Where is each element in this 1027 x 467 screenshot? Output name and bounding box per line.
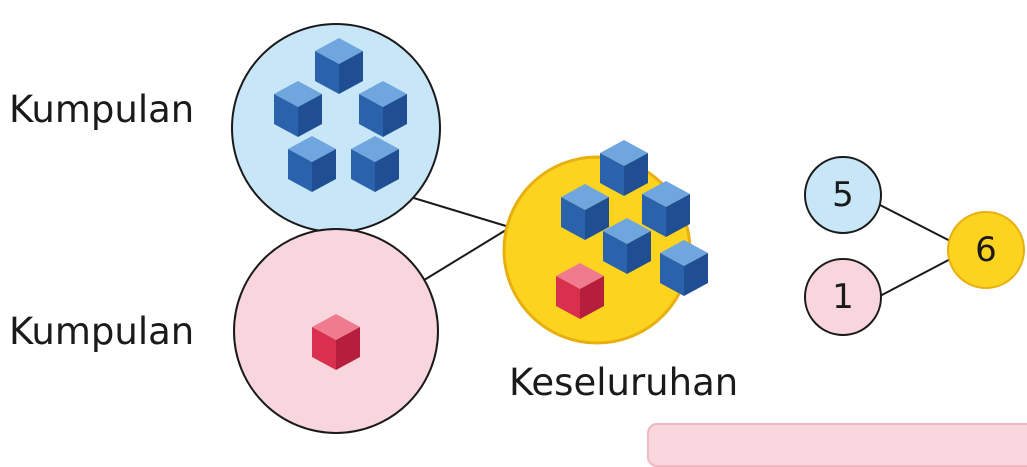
bond-part-a-circle	[804, 156, 882, 234]
bond-part-b-value: 1	[832, 277, 854, 317]
bond-whole-value: 6	[975, 230, 997, 270]
bond-whole-circle	[947, 211, 1025, 289]
bond-part-b-circle	[804, 258, 882, 336]
label-part-bottom: Kumpulan	[9, 310, 195, 353]
connector-bottom	[415, 229, 507, 286]
bond-connector-bottom	[879, 253, 961, 297]
bond-part-a-value: 5	[832, 175, 854, 215]
label-whole: Keseluruhan	[509, 361, 739, 404]
label-part-top: Kumpulan	[9, 88, 195, 131]
part-whole-diagram	[231, 23, 1025, 434]
bond-connector-top	[879, 204, 961, 247]
answer-box	[647, 423, 1027, 467]
